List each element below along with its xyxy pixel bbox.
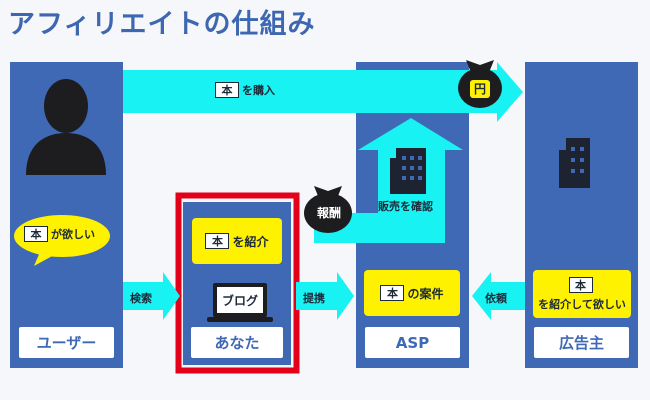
user-want-label: 本 が欲しい: [24, 226, 95, 242]
user-speech-bubble: [14, 215, 110, 266]
book-icon: 本: [205, 233, 230, 249]
book-icon: 本: [380, 285, 405, 301]
provide-arrow-label: 提携: [303, 292, 325, 305]
building-icon-advertiser: [559, 138, 590, 188]
provide-arrow: [296, 272, 354, 320]
search-arrow: [123, 272, 180, 320]
blog-label: ブログ: [221, 294, 258, 308]
book-icon: 本: [215, 82, 239, 98]
user-column-label: ユーザー: [19, 327, 114, 358]
book-icon: 本: [568, 276, 593, 293]
request-arrow: [472, 272, 525, 320]
building-icon-asp: [390, 148, 426, 194]
reward-label: 報酬: [316, 206, 341, 220]
asp-column-label: ASP: [365, 327, 460, 358]
introduce-book-box: 本 を紹介: [192, 218, 282, 264]
you-column-label: あなた: [191, 327, 283, 358]
page-title: アフィリエイトの仕組み: [8, 9, 316, 40]
laptop-icon: [207, 283, 273, 322]
asp-project-box: 本 の案件: [364, 270, 460, 316]
purchase-arrow: [123, 62, 523, 122]
advertiser-request-box: 本 を紹介して欲しい: [533, 270, 631, 318]
money-bag-icon-reward: [304, 186, 352, 233]
book-icon: 本: [24, 226, 48, 242]
search-arrow-label: 検索: [130, 292, 152, 305]
person-silhouette-icon: [26, 79, 106, 175]
request-arrow-label: 依頼: [485, 292, 507, 305]
confirm-label: 販売を確認: [378, 200, 433, 213]
yen-label: 円: [470, 80, 490, 98]
purchase-label: 本 を購入: [215, 82, 275, 98]
advertiser-column-label: 広告主: [534, 327, 629, 358]
